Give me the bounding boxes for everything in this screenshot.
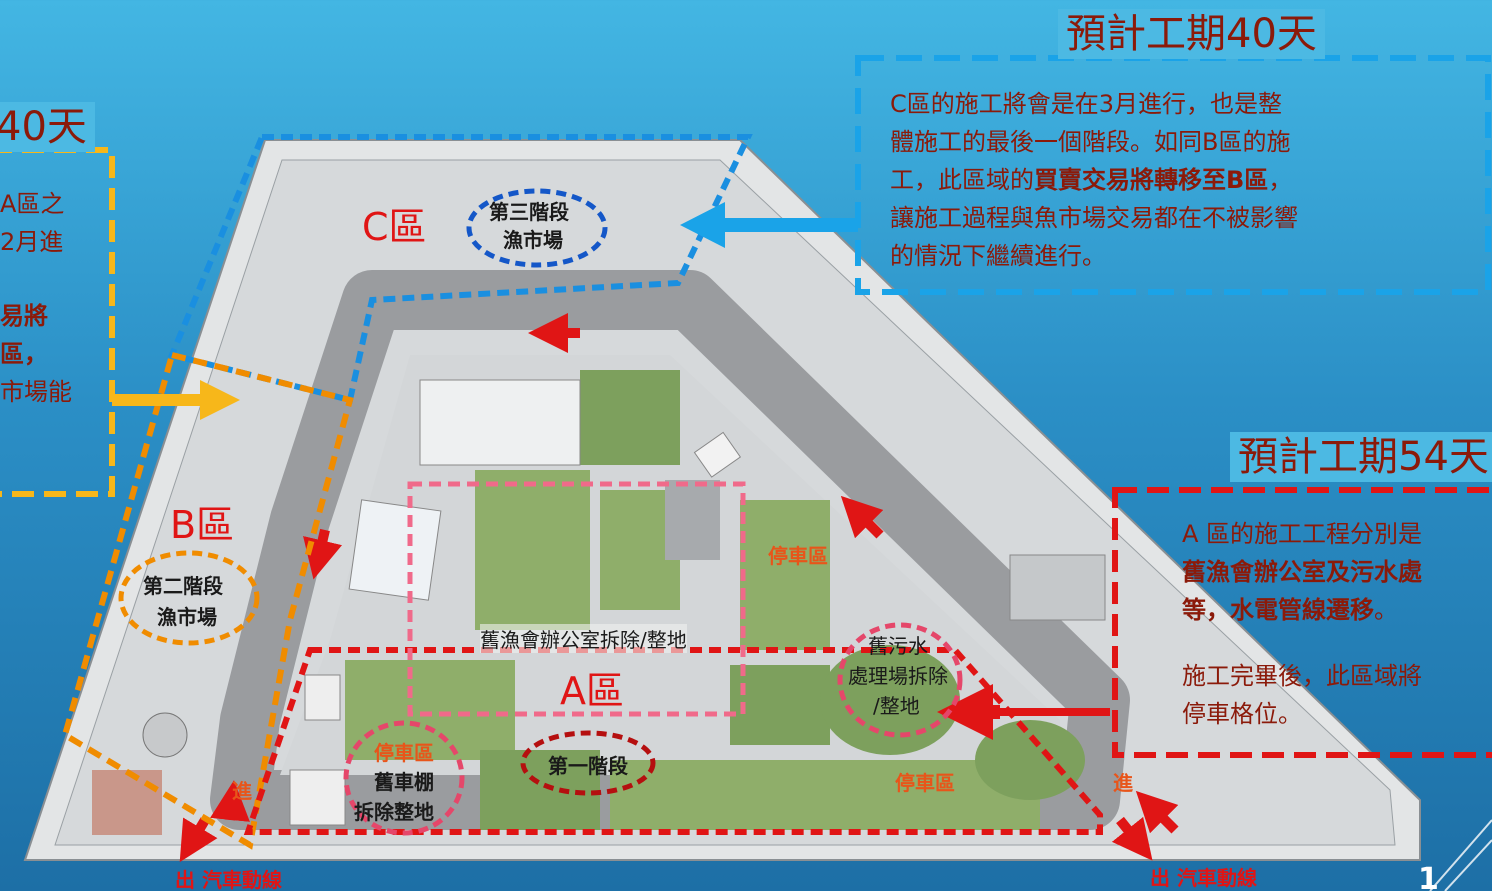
decorative-corner-lines xyxy=(1429,819,1492,891)
zone-c-label: C區 xyxy=(362,205,427,249)
box-b-line-1: A區之 xyxy=(0,190,65,218)
box-c-line-3: 工，此區域的買賣交易將轉移至B區， xyxy=(890,164,1292,196)
box-a-frame xyxy=(1112,487,1492,758)
shed-oval xyxy=(343,720,465,836)
parking-label-bottom: 停車區 xyxy=(895,771,955,795)
entry-label-left: 進 xyxy=(232,779,252,803)
page-number: 1 xyxy=(1418,862,1451,891)
box-a-title: 預計工期54天 xyxy=(1230,432,1492,482)
box-c-line-4: 讓施工過程與魚市場交易都在不被影響 xyxy=(890,204,1298,232)
sewage-label-1: 舊污水 xyxy=(868,634,928,658)
stage-2-market: 漁市場 xyxy=(157,605,217,629)
stage-3-oval xyxy=(466,188,608,268)
stage-2-label: 第二階段 xyxy=(143,574,223,598)
box-b-line-2: 2月進 xyxy=(0,228,64,256)
shed-demolition-label: 拆除整地 xyxy=(354,800,434,824)
traffic-arrows xyxy=(179,313,1179,863)
box-c-line-2: 體施工的最後一個階段。如同B區的施 xyxy=(890,128,1291,156)
box-b-title: 40天 xyxy=(0,102,95,152)
box-a-line-5: 停車格位。 xyxy=(1182,700,1302,728)
box-a-line-2: 舊漁會辦公室及污水處 xyxy=(1182,558,1422,586)
box-a-line-4: 施工完畢後，此區域將 xyxy=(1182,662,1422,690)
stage-1-oval xyxy=(520,730,656,796)
office-demolition-label: 舊漁會辦公室拆除/整地 xyxy=(480,624,687,653)
exit-label-right: 出 汽車動線 xyxy=(1150,866,1257,890)
box-c-line-3a: 工，此區域的 xyxy=(890,166,1034,194)
pointer-arrows xyxy=(112,202,858,420)
sewage-label-2: 處理場拆除 xyxy=(848,664,948,688)
stage-1-label: 第一階段 xyxy=(548,754,628,778)
box-b-line-3: 易將 xyxy=(0,302,48,330)
parking-label-top: 停車區 xyxy=(768,544,828,568)
shed-label: 舊車棚 xyxy=(374,770,434,794)
exit-label-left: 出 汽車動線 xyxy=(175,868,282,891)
box-b-line-4: 區， xyxy=(0,340,48,368)
box-c-line-3b: ， xyxy=(1268,166,1293,194)
sewage-label-3: /整地 xyxy=(873,694,920,718)
office-demolition-outline xyxy=(407,481,746,717)
zone-b-label: B區 xyxy=(170,503,235,547)
zone-a-label: A區 xyxy=(560,669,624,713)
box-c-title: 預計工期40天 xyxy=(1058,9,1325,59)
box-b-frame xyxy=(0,147,115,497)
box-c-line-1: C區的施工將會是在3月進行，也是整 xyxy=(890,90,1283,118)
box-a-line-3-end: 。 xyxy=(1374,596,1398,624)
box-c-line-5: 的情況下繼續進行。 xyxy=(890,242,1106,270)
parking-label-shed: 停車區 xyxy=(374,741,434,765)
site-plan-base xyxy=(23,139,1421,861)
entry-label-right: 進 xyxy=(1113,771,1133,795)
box-a-line-3-bold: 等，水電管線遷移 xyxy=(1182,596,1374,624)
box-a-line-3: 等，水電管線遷移。 xyxy=(1182,594,1398,626)
box-b-line-5: 市場能 xyxy=(0,378,72,406)
box-c-line-3-bold: 買賣交易將轉移至B區 xyxy=(1034,166,1269,194)
sewage-oval xyxy=(837,622,963,738)
box-a-line-1: A 區的施工工程分別是 xyxy=(1182,520,1423,548)
stage-3-label: 第三階段 xyxy=(489,200,569,224)
stage-3-market: 漁市場 xyxy=(503,228,563,252)
stage-2-oval xyxy=(118,550,260,646)
